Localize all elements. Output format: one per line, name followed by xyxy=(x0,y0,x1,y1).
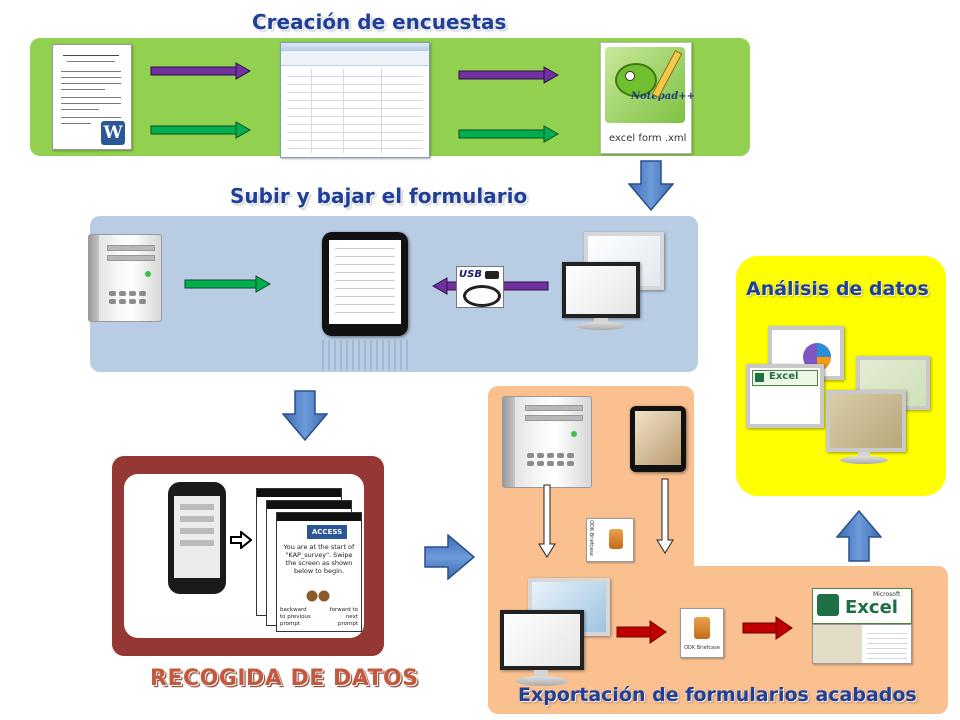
excel-logo-top-text: Microsoft xyxy=(873,591,901,598)
swipe-hand-icon xyxy=(303,589,333,603)
outline-down-arrow-2 xyxy=(656,478,674,554)
notepad-logo-text: Notepad++ xyxy=(631,91,696,102)
green-arrow-3 xyxy=(184,275,272,293)
blue-down-arrow-2 xyxy=(282,390,328,442)
server-tower-icon-2 xyxy=(502,396,592,488)
blue-up-arrow xyxy=(836,510,882,562)
purple-arrow-2 xyxy=(458,66,560,84)
odk-briefcase-icon-2: ODK Briefcase xyxy=(680,608,724,658)
chameleon-icon xyxy=(615,63,657,97)
section-title-subir: Subir y bajar el formulario xyxy=(230,184,528,208)
section-title-analisis: Análisis de datos xyxy=(746,278,929,300)
tablet-icon-2 xyxy=(630,406,686,472)
odk-briefcase-side-label: ODK Briefcase xyxy=(587,520,594,556)
outline-down-arrow-1 xyxy=(538,484,556,558)
survey-screen-1: ACCESS You are at the start of "KAP_surv… xyxy=(276,512,362,632)
excel-form-label: excel form .xml xyxy=(609,133,687,144)
excel-logo-icon-small: Excel xyxy=(752,370,818,386)
survey-intro-text: You are at the start of "KAP_survey". Sw… xyxy=(283,543,355,575)
red-arrow-1 xyxy=(616,620,667,644)
word-document-icon: W xyxy=(52,44,132,150)
green-arrow-1 xyxy=(150,121,252,139)
excel-logo-small-text: Excel xyxy=(769,371,799,382)
outline-arrow-icon xyxy=(230,531,252,549)
desktop-monitor-icon-2 xyxy=(562,262,644,330)
tablet-icon xyxy=(322,232,408,336)
excel-logo-icon: Microsoft Excel xyxy=(812,588,912,624)
swipe-forward-text: forward to next prompt xyxy=(329,607,358,627)
smartphone-icon xyxy=(168,482,226,594)
green-arrow-2 xyxy=(458,125,560,143)
odk-briefcase-label: ODK Briefcase xyxy=(684,645,720,651)
tablet-reflection xyxy=(322,340,408,370)
usb-label: USB xyxy=(459,269,482,280)
red-arrow-2 xyxy=(742,616,793,640)
blue-right-arrow xyxy=(424,534,476,580)
swipe-back-text: backward to previous prompt xyxy=(280,607,311,627)
access-logo-icon: ACCESS xyxy=(307,525,347,539)
excel-logo-text: Excel xyxy=(845,597,898,618)
usb-cable-icon: USB xyxy=(456,266,504,308)
map-spreadsheet-icon xyxy=(812,624,912,664)
purple-arrow-1 xyxy=(150,62,252,80)
odk-briefcase-icon-1: ODK Briefcase xyxy=(586,518,634,562)
section-title-recogida: RECOGIDA DE DATOS xyxy=(150,666,419,691)
blue-down-arrow-1 xyxy=(628,160,674,212)
server-tower-icon xyxy=(88,234,162,322)
map-monitor-2 xyxy=(826,390,908,466)
section-title-exportacion: Exportación de formularios acabados xyxy=(518,684,917,706)
spreadsheet-window-icon xyxy=(280,42,430,158)
notepad-plus-plus-icon: Notepad++ excel form .xml xyxy=(600,42,696,154)
desktop-monitor-icon-4 xyxy=(500,610,586,690)
section-title-creacion: Creación de encuestas xyxy=(252,10,507,34)
word-logo-icon: W xyxy=(101,121,125,145)
